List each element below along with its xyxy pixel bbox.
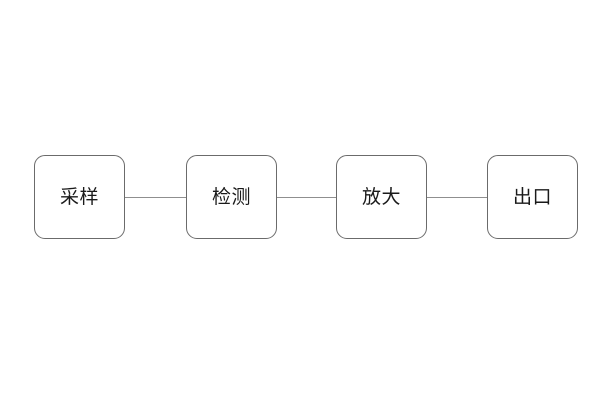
flow-chart: 采样 检测 放大 出口 xyxy=(0,155,600,239)
node-sampling[interactable]: 采样 xyxy=(34,155,125,239)
node-detection-label: 检测 xyxy=(211,185,251,208)
connector-detection-amplification xyxy=(277,197,336,198)
connector-sampling-detection xyxy=(125,197,186,198)
node-amplification[interactable]: 放大 xyxy=(336,155,427,239)
node-outlet[interactable]: 出口 xyxy=(487,155,578,239)
node-sampling-label: 采样 xyxy=(59,185,99,208)
node-detection[interactable]: 检测 xyxy=(186,155,277,239)
node-outlet-label: 出口 xyxy=(512,185,552,208)
node-amplification-label: 放大 xyxy=(361,185,401,208)
connector-amplification-outlet xyxy=(427,197,487,198)
